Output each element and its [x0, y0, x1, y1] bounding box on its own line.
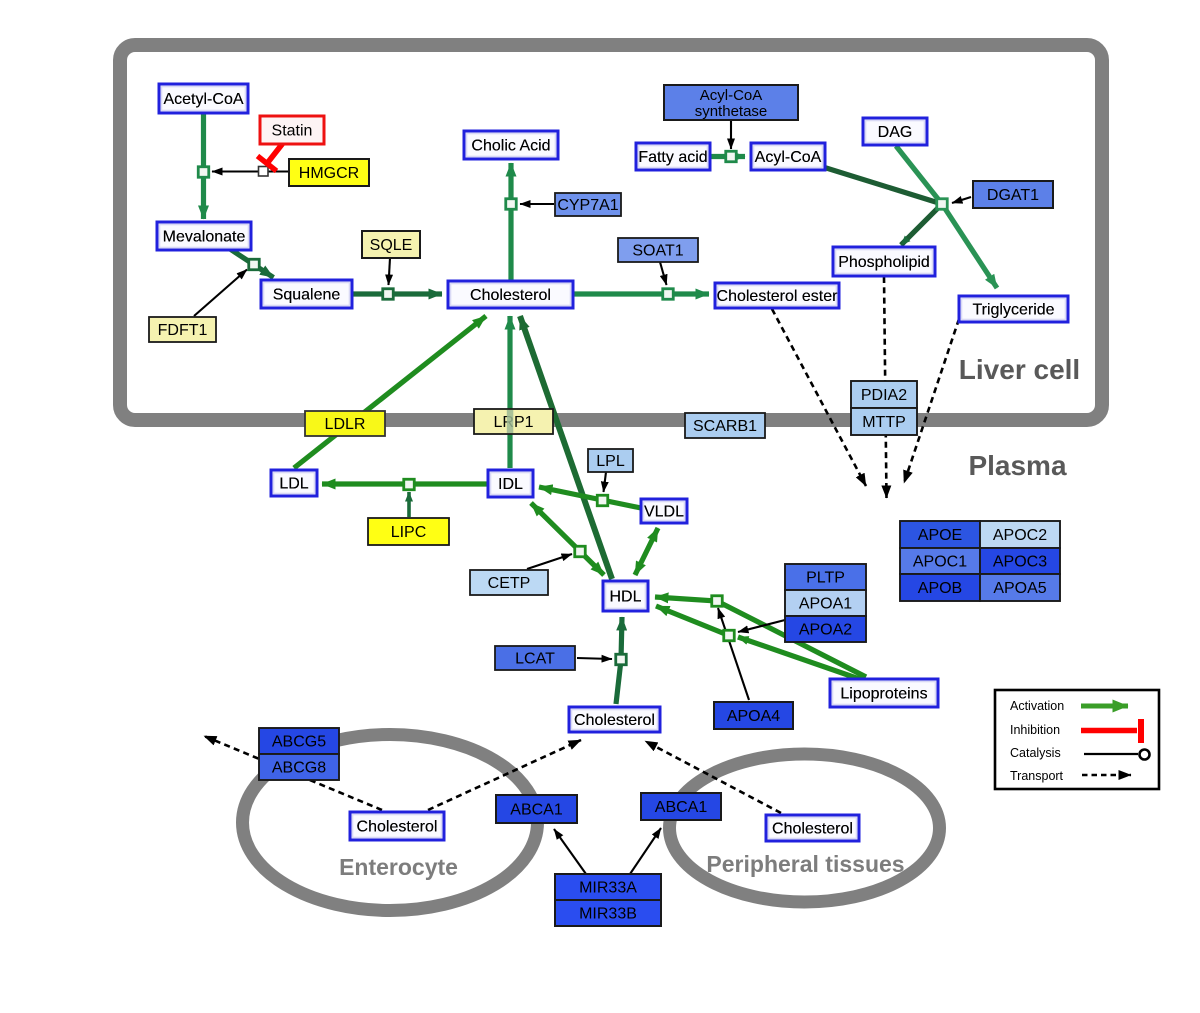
svg-text:SCARB1: SCARB1: [693, 418, 757, 435]
svg-text:VLDL: VLDL: [644, 504, 684, 521]
svg-text:MTTP: MTTP: [862, 414, 906, 431]
svg-text:ABCG8: ABCG8: [272, 760, 326, 777]
svg-text:Acyl-CoA: Acyl-CoA: [700, 87, 763, 104]
svg-text:CETP: CETP: [488, 575, 531, 592]
svg-text:ABCA1: ABCA1: [510, 802, 563, 819]
svg-text:Mevalonate: Mevalonate: [163, 229, 246, 246]
svg-text:LPL: LPL: [596, 453, 625, 470]
svg-text:SQLE: SQLE: [370, 237, 413, 254]
svg-text:MIR33B: MIR33B: [579, 906, 637, 923]
svg-text:Plasma: Plasma: [968, 450, 1066, 481]
svg-text:Cholesterol: Cholesterol: [772, 821, 853, 838]
svg-text:LCAT: LCAT: [515, 651, 555, 668]
svg-text:Catalysis: Catalysis: [1010, 746, 1061, 760]
svg-text:APOE: APOE: [918, 527, 962, 544]
svg-text:Triglyceride: Triglyceride: [972, 302, 1054, 319]
svg-text:Squalene: Squalene: [273, 287, 341, 304]
svg-text:Cholesterol ester: Cholesterol ester: [717, 288, 839, 305]
svg-text:MIR33A: MIR33A: [579, 880, 637, 897]
svg-text:PDIA2: PDIA2: [861, 387, 907, 404]
svg-text:SOAT1: SOAT1: [632, 243, 683, 260]
svg-text:IDL: IDL: [498, 476, 523, 493]
svg-text:Activation: Activation: [1010, 699, 1064, 713]
svg-text:APOC3: APOC3: [993, 554, 1047, 571]
svg-text:FDFT1: FDFT1: [158, 322, 208, 339]
svg-text:Cholesterol: Cholesterol: [470, 287, 551, 304]
svg-text:DAG: DAG: [878, 124, 913, 141]
svg-text:Fatty acid: Fatty acid: [638, 149, 707, 166]
svg-text:APOA4: APOA4: [727, 708, 780, 725]
svg-text:Acyl-CoA: Acyl-CoA: [755, 149, 822, 166]
svg-text:DGAT1: DGAT1: [987, 187, 1039, 204]
svg-text:Inhibition: Inhibition: [1010, 723, 1060, 737]
svg-text:APOA5: APOA5: [993, 580, 1046, 597]
svg-text:HDL: HDL: [609, 589, 641, 606]
svg-text:Squalene: Squalene: [273, 287, 341, 304]
svg-text:APOC1: APOC1: [913, 554, 967, 571]
svg-text:Cholic Acid: Cholic Acid: [471, 138, 550, 155]
svg-text:Acetyl-CoA: Acetyl-CoA: [163, 91, 243, 108]
svg-text:IDL: IDL: [498, 476, 523, 493]
svg-text:PLTP: PLTP: [806, 570, 845, 587]
svg-text:Mevalonate: Mevalonate: [163, 229, 246, 246]
svg-text:Triglyceride: Triglyceride: [972, 302, 1054, 319]
svg-text:Phospholipid: Phospholipid: [838, 254, 930, 271]
svg-text:APOA1: APOA1: [799, 596, 852, 613]
svg-text:Lipoproteins: Lipoproteins: [840, 686, 927, 703]
svg-text:Enterocyte: Enterocyte: [339, 854, 458, 880]
svg-text:Cholesterol: Cholesterol: [357, 819, 438, 836]
svg-text:Statin: Statin: [272, 123, 313, 140]
svg-text:Cholesterol: Cholesterol: [574, 712, 655, 729]
svg-text:ABCA1: ABCA1: [655, 799, 708, 816]
svg-text:LIPC: LIPC: [391, 524, 427, 541]
svg-text:LDL: LDL: [279, 476, 308, 493]
svg-text:LDL: LDL: [279, 476, 308, 493]
svg-text:ABCG5: ABCG5: [272, 734, 326, 751]
svg-text:Cholesterol: Cholesterol: [470, 287, 551, 304]
svg-text:Cholesterol ester: Cholesterol ester: [717, 288, 839, 305]
svg-text:APOC2: APOC2: [993, 527, 1047, 544]
svg-text:Acetyl-CoA: Acetyl-CoA: [163, 91, 243, 108]
svg-text:Phospholipid: Phospholipid: [838, 254, 930, 271]
svg-text:LRP1: LRP1: [493, 414, 533, 431]
svg-text:HMGCR: HMGCR: [299, 165, 359, 182]
svg-text:Acyl-CoA: Acyl-CoA: [755, 149, 822, 166]
svg-text:Fatty acid: Fatty acid: [638, 149, 707, 166]
svg-text:APOB: APOB: [918, 580, 962, 597]
svg-text:VLDL: VLDL: [644, 504, 684, 521]
svg-text:DAG: DAG: [878, 124, 913, 141]
svg-text:Transport: Transport: [1010, 769, 1064, 783]
svg-text:Cholic Acid: Cholic Acid: [471, 138, 550, 155]
svg-text:Liver cell: Liver cell: [959, 354, 1080, 385]
svg-text:APOA2: APOA2: [799, 622, 852, 639]
svg-text:Cholesterol: Cholesterol: [357, 819, 438, 836]
svg-text:Peripheral tissues: Peripheral tissues: [706, 851, 904, 877]
svg-text:Lipoproteins: Lipoproteins: [840, 686, 927, 703]
svg-text:CYP7A1: CYP7A1: [557, 197, 618, 214]
svg-text:LDLR: LDLR: [325, 416, 366, 433]
svg-text:HDL: HDL: [609, 589, 641, 606]
svg-text:synthetase: synthetase: [695, 103, 768, 120]
svg-text:Cholesterol: Cholesterol: [574, 712, 655, 729]
svg-text:Cholesterol: Cholesterol: [772, 821, 853, 838]
